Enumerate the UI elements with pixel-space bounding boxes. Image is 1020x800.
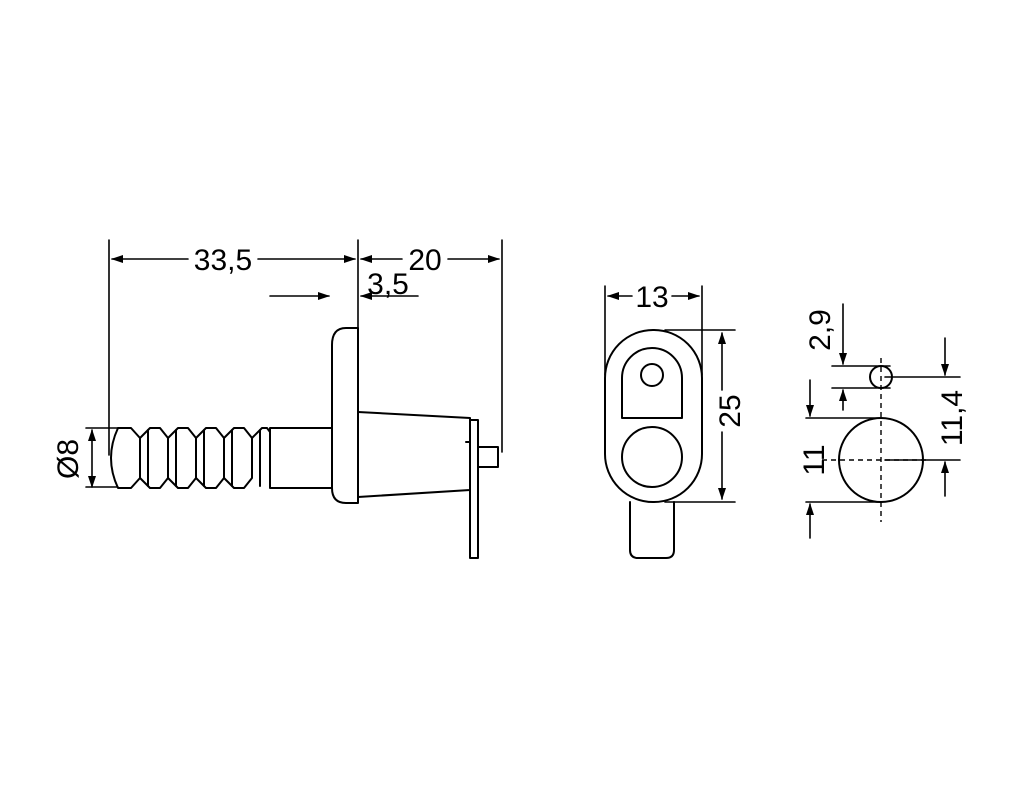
label-diameter: Ø8 xyxy=(52,439,85,479)
shaft-barb-3 xyxy=(195,427,225,489)
front-upper-window xyxy=(621,347,683,419)
plunger-tip xyxy=(477,446,499,468)
label-flange-thickness: 3,5 xyxy=(367,268,409,301)
front-terminal-tab xyxy=(629,501,675,559)
label-hole-large-offset: 11,4 xyxy=(936,390,969,446)
housing-body xyxy=(357,411,471,498)
front-housing xyxy=(604,329,703,503)
label-length-front: 20 xyxy=(408,244,441,277)
shaft-neck xyxy=(269,427,333,489)
front-view xyxy=(604,285,736,559)
label-height-front: 25 xyxy=(714,394,747,427)
label-hole-large-height: 11 xyxy=(798,444,831,475)
label-hole-small: 2,9 xyxy=(804,309,837,351)
shaft-barb-4 xyxy=(223,427,253,489)
front-large-hole xyxy=(621,426,683,488)
shaft-tip xyxy=(110,427,141,489)
front-small-hole xyxy=(640,363,664,387)
label-width-front: 13 xyxy=(635,281,668,314)
side-view xyxy=(85,239,503,559)
shaft-barb-1 xyxy=(139,427,169,489)
mounting-hole-view xyxy=(805,303,961,539)
flange xyxy=(331,327,359,504)
shaft-barb-2 xyxy=(167,427,197,489)
contact-plate xyxy=(469,419,479,559)
label-length-total: 33,5 xyxy=(194,244,252,277)
